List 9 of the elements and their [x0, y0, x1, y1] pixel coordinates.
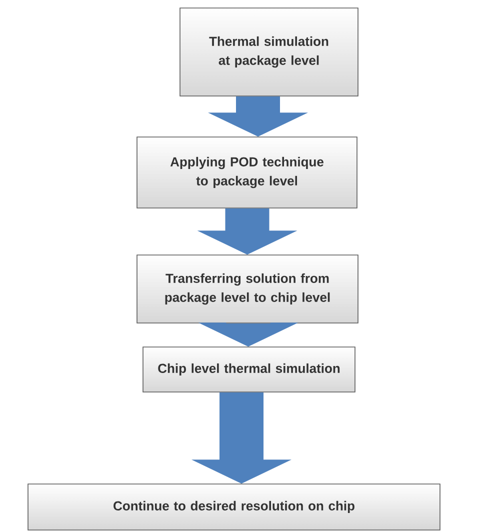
block-arrow — [192, 392, 292, 484]
process-box: Continue to desired resolution on chip — [28, 484, 440, 530]
process-box: Applying POD technique to package level — [136, 136, 358, 208]
block-arrow — [198, 322, 298, 347]
block-arrow — [208, 96, 308, 137]
block-arrow — [197, 208, 298, 255]
process-box: Transferring solution from package level to chip level — [136, 254, 358, 324]
process-box: Thermal simulation at package level — [180, 8, 358, 96]
process-box: Chip level thermal simulation — [142, 346, 356, 392]
